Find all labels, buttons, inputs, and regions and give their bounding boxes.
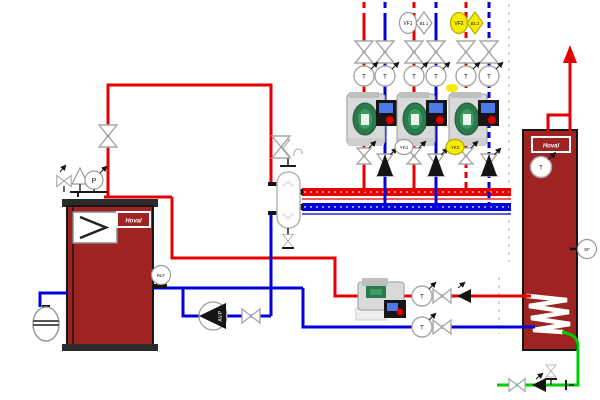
hc2-pump[interactable] [396, 91, 448, 147]
cold-water-pipe [497, 330, 580, 387]
hc3-supply-valve-icon[interactable] [456, 40, 476, 64]
cw-shutoff-valve-icon[interactable] [508, 378, 526, 392]
heating-circuit-3: VF2 B1.2 T T YK2 [445, 10, 502, 176]
hc2-mixing-valve-label: YK1 [400, 145, 409, 150]
hc3-mixing-valve-actuator[interactable] [445, 138, 465, 156]
hc3-sensor-label: B1.2 [471, 21, 480, 26]
hc3-supply-thermometer-label: T [464, 75, 468, 81]
burner-icon [79, 215, 110, 240]
hc3-pump[interactable] [448, 91, 500, 147]
tank-storage-sensor-label: SF [584, 247, 590, 252]
hc3-sensor[interactable] [466, 10, 484, 36]
hc3-mixing-valve-label: YK2 [451, 145, 460, 150]
flow-direction-arrow [563, 45, 577, 63]
hc2-sensor-label: B1.1 [420, 21, 429, 26]
tank-brand-label: Hoval [543, 144, 560, 150]
boiler-brand-badge [116, 211, 151, 228]
dhw-supply-thermometer-label: T [420, 295, 424, 301]
boiler-pump[interactable]: AVP [198, 301, 228, 331]
reference-dashes [498, 4, 510, 334]
hc1-supply-thermometer-label: T [362, 75, 366, 81]
tank-fittings: Hoval T SF [531, 136, 598, 260]
dhw-supply-valve-icon[interactable] [432, 288, 452, 304]
safety-valve-icon [56, 174, 72, 188]
tank-thermometer-label: T [539, 166, 543, 172]
dhw-pump[interactable] [355, 278, 406, 321]
tank-brand-badge [531, 136, 571, 153]
dhw-check-valve-icon[interactable] [457, 289, 471, 303]
hc2-return-thermometer-label: T [434, 75, 438, 81]
return-sensor[interactable]: RLF [150, 264, 172, 289]
dhw-return-thermometer-label: T [420, 326, 424, 332]
hc3-return-thermometer-label: T [487, 75, 491, 81]
hc1-supply-valve-icon[interactable] [354, 40, 374, 64]
separator-inlet-valve-icon[interactable] [271, 135, 291, 159]
hc2-sensor[interactable] [415, 10, 433, 36]
separator-drain-valve-icon[interactable] [282, 233, 294, 249]
dhw-return-valve-icon[interactable] [432, 319, 452, 335]
burner-window [72, 211, 118, 244]
bypass-valve-icon[interactable] [241, 308, 261, 324]
hc3-flow-sensor-label: VF2 [454, 21, 463, 27]
return-sensor-label: RLF [157, 273, 165, 278]
hydraulic-separator[interactable] [268, 139, 303, 249]
boiler-supply-valve-icon[interactable] [98, 124, 118, 148]
distribution-manifold [297, 188, 511, 215]
hc1-return-valve-icon[interactable] [375, 40, 395, 64]
expansion-vessel[interactable] [32, 305, 60, 342]
tank-storage-sensor[interactable] [576, 238, 598, 260]
cw-drain-valve-icon[interactable] [545, 364, 557, 378]
hc2-mixing-valve-actuator[interactable] [394, 138, 414, 156]
hc2-supply-valve-icon[interactable] [404, 40, 424, 64]
safety-group[interactable]: P [56, 164, 108, 197]
boiler-supply-pipes [104, 45, 577, 298]
boiler[interactable]: Hoval [62, 199, 158, 351]
dhw-charging-group: T T [355, 278, 471, 337]
hc2-supply-thermometer-label: T [412, 75, 416, 81]
hc1-return-thermometer-label: T [383, 75, 387, 81]
pressure-gauge[interactable] [84, 170, 104, 190]
heating-circuit-2: VF1 B1.1 T T YK1 [394, 10, 449, 176]
hc2-return-valve-icon[interactable] [426, 40, 446, 64]
air-vent-icon [293, 148, 303, 157]
hc3-return-valve-icon[interactable] [479, 40, 499, 64]
hc2-flow-sensor-label: VF1 [403, 21, 412, 27]
cw-check-valve-icon[interactable] [532, 378, 546, 392]
boiler-return-pipes [38, 213, 535, 329]
boiler-brand-label: Hoval [125, 219, 142, 225]
boiler-pump-label: AVP [218, 310, 224, 321]
pressure-gauge-label: P [92, 178, 97, 185]
dhw-coil [525, 293, 571, 335]
cold-water-fittings [508, 364, 574, 392]
hc3-highlight [446, 84, 458, 92]
hc1-pump[interactable] [346, 91, 398, 147]
heating-circuit-1: T T [346, 40, 398, 176]
